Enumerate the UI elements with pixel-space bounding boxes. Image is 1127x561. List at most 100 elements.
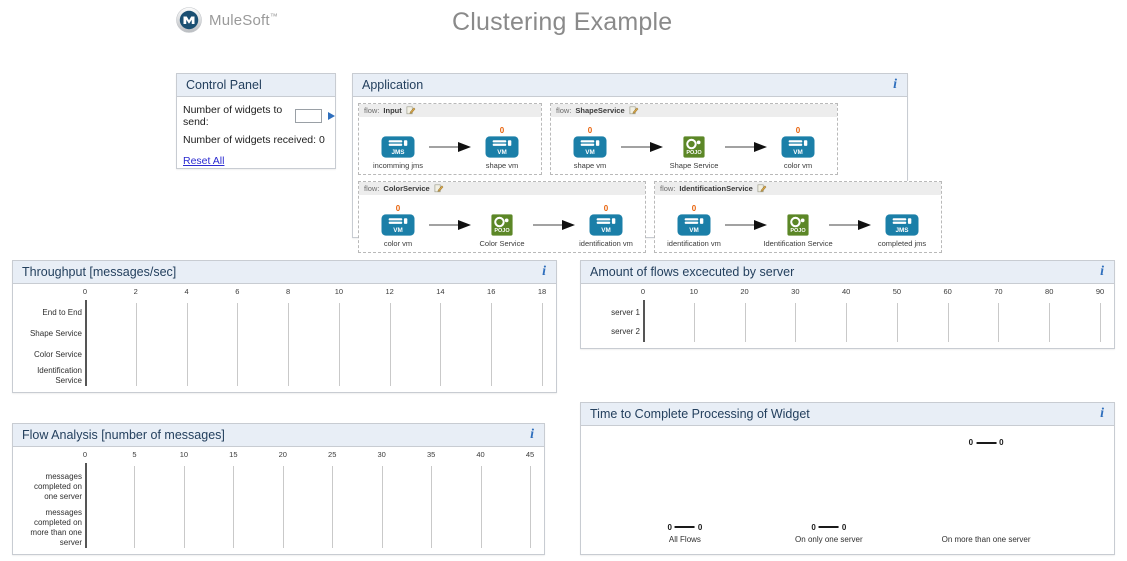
jms-endpoint-icon: JMS [885,214,919,236]
marker-min: 0 [968,438,974,448]
flow-header: flow:Input [359,104,541,117]
time-category-label: On only one server [795,532,863,544]
flow-node[interactable]: 0POJOShape Service [665,126,723,170]
vm-endpoint-icon: VM [573,136,607,158]
flow-name-label: IdentificationService [679,184,753,193]
flow-node[interactable]: 0JMScompleted jms [873,204,931,248]
application-panel-title: Application [362,78,424,92]
node-label: identification vm [667,239,721,248]
x-tick-label: 20 [740,287,749,296]
edit-pencil-icon[interactable] [434,184,444,193]
svg-text:VM: VM [393,227,403,234]
reset-all-link[interactable]: Reset All [183,155,225,167]
info-icon[interactable]: i [542,264,546,279]
vm-endpoint-icon: VM [485,136,519,158]
x-tick-label: 5 [132,450,137,459]
control-panel-body: Number of widgets to send: Number of wid… [177,97,335,168]
x-tick-label: 6 [235,287,240,296]
flow-arrow-icon [429,142,471,152]
trademark-symbol: ™ [269,11,278,21]
grid-line [491,303,493,386]
x-tick-label: 25 [328,450,337,459]
flow-node[interactable]: 0JMSincomming jms [369,126,427,170]
grid-line [135,303,137,386]
node-count: 0 [795,126,801,135]
marker-max: 0 [999,438,1004,448]
widgets-to-send-row: Number of widgets to send: [183,104,335,128]
x-tick-label: 12 [385,287,394,296]
edit-pencil-icon[interactable] [629,106,639,115]
edit-pencil-icon[interactable] [757,184,767,193]
category-label: All Flows [668,535,701,544]
widgets-to-send-label: Number of widgets to send: [183,104,283,128]
x-tick-label: 60 [943,287,952,296]
brand-name: MuleSoft™ [209,11,278,29]
info-icon[interactable]: i [530,427,534,442]
time-to-complete-panel-title: Time to Complete Processing of Widget [590,407,810,421]
flow-node[interactable]: 0POJOColor Service [473,204,531,248]
x-tick-label: 20 [278,450,287,459]
vm-endpoint-icon: VM [677,214,711,236]
x-tick-label: 18 [537,287,547,296]
marker-min: 0 [811,522,816,532]
x-tick-label: 90 [1095,287,1105,296]
category-label: Shape Service [29,329,82,339]
grid-line [480,466,482,548]
marker-max: 0 [841,522,847,532]
node-label: identification vm [579,239,633,248]
flow-name-label: ShapeService [575,106,625,115]
info-icon[interactable]: i [1100,406,1104,421]
x-tick-label: 16 [487,287,496,296]
flow-header: flow:ShapeService [551,104,837,117]
server-flows-panel-title: Amount of flows excecuted by server [590,265,795,279]
info-icon[interactable]: i [1100,264,1104,279]
pojo-component-icon: POJO [491,214,513,236]
marker-range-bar [976,441,997,444]
x-tick-label: 40 [476,450,485,459]
flow-node[interactable]: 0POJOIdentification Service [763,204,833,248]
vm-endpoint-icon: VM [781,136,815,158]
widgets-received-row: Number of widgets received: 0 [183,134,335,146]
category-label: Color Service [33,349,82,359]
throughput-panel-header: Throughput [messages/sec] i [13,261,556,284]
grid-line [332,466,334,548]
grid-line [896,303,898,342]
category-label: On only one server [795,535,863,544]
marker-range-bar [818,526,839,529]
page-title: Clustering Example [452,8,673,36]
node-count: 0 [796,204,800,214]
send-button-icon[interactable] [328,112,335,120]
y-axis-line [85,463,87,548]
x-tick-label: 2 [133,287,138,296]
grid-line [183,466,185,548]
flow-header: flow:IdentificationService [655,182,941,195]
grid-line [846,303,848,342]
grid-line [998,303,1000,342]
widgets-to-send-input[interactable] [295,109,322,123]
info-icon[interactable]: i [893,77,897,92]
svg-text:JMS: JMS [391,149,404,156]
y-axis-line [643,300,645,342]
marker-max: 0 [697,522,703,532]
flow-arrow-icon [829,220,871,230]
application-panel-header: Application i [353,74,907,97]
time-to-complete-panel: Time to Complete Processing of Widget i … [580,402,1115,555]
edit-pencil-icon[interactable] [406,106,416,115]
x-tick-label: 70 [994,287,1003,296]
